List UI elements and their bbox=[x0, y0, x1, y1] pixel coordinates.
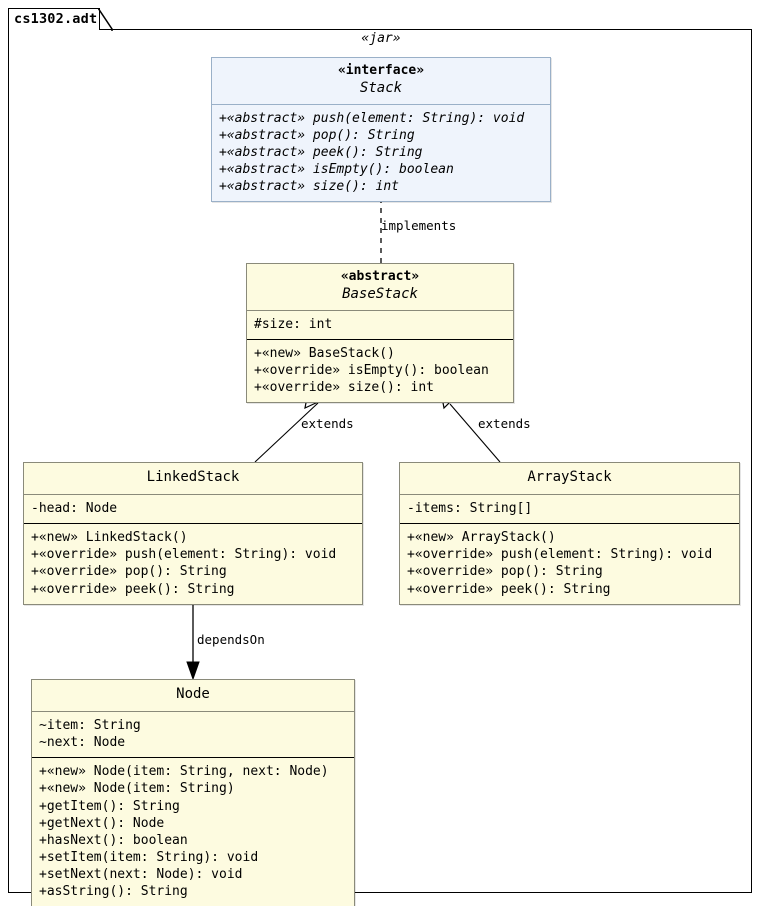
operation-item: +«new» LinkedStack() bbox=[31, 530, 188, 546]
relationship-label-implements: implements bbox=[381, 218, 457, 233]
operation-item: +«new» Node(item: String) bbox=[39, 781, 235, 797]
class-attributes-linkedstack: -head: Node bbox=[24, 495, 362, 525]
operation-item: +getNext(): Node bbox=[39, 815, 165, 831]
operation-item: +«new» ArrayStack() bbox=[407, 530, 556, 546]
class-operations-stack: +«abstract» push(element: String): void … bbox=[212, 105, 550, 202]
class-name-arraystack: ArrayStack bbox=[527, 469, 612, 485]
class-box-stack[interactable]: «interface» Stack +«abstract» push(eleme… bbox=[211, 57, 551, 203]
class-box-basestack[interactable]: «abstract» BaseStack #size: int +«new» B… bbox=[246, 263, 514, 404]
class-stereotype-basestack: «abstract» bbox=[340, 269, 420, 284]
operation-item: +«override» pop(): String bbox=[407, 564, 603, 580]
operation-item: +«override» push(element: String): void bbox=[31, 547, 337, 563]
class-operations-basestack: +«new» BaseStack() +«override» isEmpty()… bbox=[247, 340, 513, 402]
operation-item: +«override» peek(): String bbox=[31, 581, 235, 597]
operation-item: +«new» Node(item: String, next: Node) bbox=[39, 764, 329, 780]
class-attributes-basestack: #size: int bbox=[247, 311, 513, 340]
class-name-basestack: BaseStack bbox=[342, 285, 418, 302]
class-header-linkedstack: LinkedStack bbox=[24, 463, 362, 495]
class-name-stack: Stack bbox=[359, 79, 403, 96]
package-tab-slant-icon bbox=[98, 8, 113, 31]
operation-item: +asString(): String bbox=[39, 884, 188, 900]
operation-item: +«abstract» pop(): String bbox=[219, 127, 415, 143]
operation-item: +«abstract» peek(): String bbox=[219, 144, 423, 160]
operation-item: +«override» size(): int bbox=[254, 380, 435, 395]
relationship-label-extends-arraystack: extends bbox=[478, 416, 531, 431]
operation-item: +«override» push(element: String): void bbox=[407, 547, 713, 563]
class-operations-linkedstack: +«new» LinkedStack() +«override» push(el… bbox=[24, 524, 362, 604]
relationship-label-extends-linkedstack: extends bbox=[301, 416, 354, 431]
class-box-linkedstack[interactable]: LinkedStack -head: Node +«new» LinkedSta… bbox=[23, 462, 363, 605]
attribute-item: ~next: Node bbox=[39, 735, 126, 751]
operation-item: +«abstract» push(element: String): void bbox=[219, 110, 525, 126]
class-name-linkedstack: LinkedStack bbox=[146, 469, 240, 485]
class-header-node: Node bbox=[32, 680, 354, 712]
class-attributes-arraystack: -items: String[] bbox=[400, 495, 739, 525]
operation-item: +«new» BaseStack() bbox=[254, 345, 395, 361]
attribute-item: #size: int bbox=[254, 316, 333, 332]
class-name-node: Node bbox=[176, 686, 210, 702]
operation-item: +«override» pop(): String bbox=[31, 564, 227, 580]
class-box-arraystack[interactable]: ArrayStack -items: String[] +«new» Array… bbox=[399, 462, 740, 605]
relationship-label-dependson: dependsOn bbox=[197, 632, 265, 647]
class-box-node[interactable]: Node ~item: String ~next: Node +«new» No… bbox=[31, 679, 355, 906]
class-attributes-node: ~item: String ~next: Node bbox=[32, 712, 354, 759]
operation-item: +setItem(item: String): void bbox=[39, 850, 259, 865]
operation-item: +«override» peek(): String bbox=[407, 581, 611, 597]
attribute-item: ~item: String bbox=[39, 717, 141, 733]
class-operations-node: +«new» Node(item: String, next: Node) +«… bbox=[32, 758, 354, 906]
operation-item: +hasNext(): boolean bbox=[39, 832, 188, 848]
operation-item: +getItem(): String bbox=[39, 798, 180, 814]
attribute-item: -head: Node bbox=[31, 500, 118, 516]
package-tab-label: cs1302.adt bbox=[14, 11, 98, 27]
operation-item: +«override» isEmpty(): boolean bbox=[254, 362, 489, 378]
class-stereotype-stack: «interface» bbox=[337, 63, 425, 78]
class-header-basestack: «abstract» BaseStack bbox=[247, 264, 513, 311]
operation-item: +«abstract» size(): int bbox=[219, 179, 400, 195]
attribute-item: -items: String[] bbox=[407, 500, 533, 516]
class-operations-arraystack: +«new» ArrayStack() +«override» push(ele… bbox=[400, 524, 739, 604]
package-tab bbox=[8, 8, 100, 30]
class-header-arraystack: ArrayStack bbox=[400, 463, 739, 495]
class-header-stack: «interface» Stack bbox=[212, 58, 550, 105]
operation-item: +setNext(next: Node): void bbox=[39, 867, 243, 883]
operation-item: +«abstract» isEmpty(): boolean bbox=[219, 162, 454, 177]
package-stereotype: «jar» bbox=[361, 31, 401, 46]
